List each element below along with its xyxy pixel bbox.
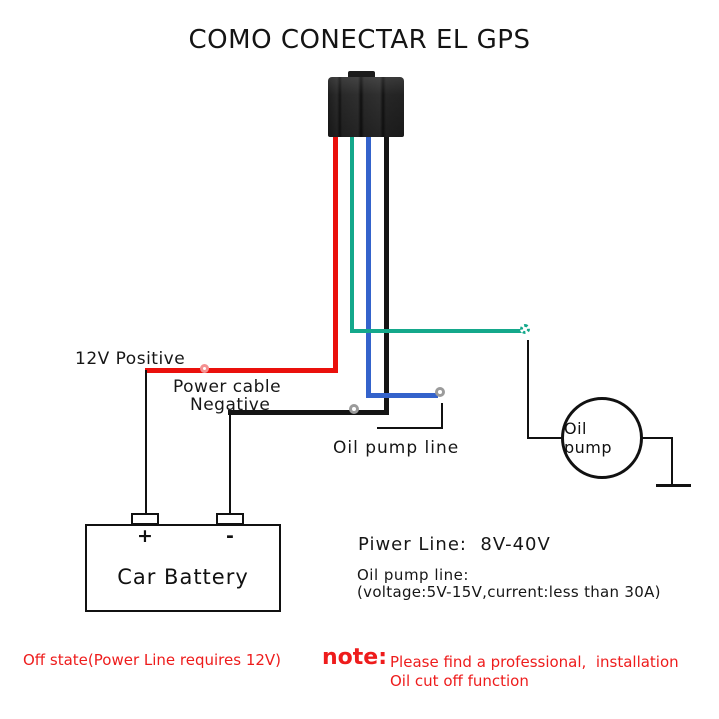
oil-cut-wire-horizontal: [366, 393, 438, 398]
oil-pump-spec-detail: (voltage:5V-15V,current:less than 30A): [357, 583, 661, 601]
oil-pump-label: Oil pump: [564, 419, 613, 457]
battery-minus-terminal: [216, 513, 244, 525]
negative-connector-ring-icon: [349, 404, 359, 414]
positive-label: 12V Positive: [75, 349, 186, 369]
page-title: COMO CONECTAR EL GPS: [188, 25, 531, 55]
oil-pump-connector-ring-icon: [435, 387, 445, 397]
off-state-note: Off state(Power Line requires 12V): [23, 651, 282, 669]
pump-lead-right: [641, 437, 673, 439]
battery-plus-sign: +: [137, 525, 153, 547]
battery-name-label: Car Battery: [117, 565, 249, 589]
battery-plus-terminal: [131, 513, 159, 525]
car-battery-box: [85, 524, 281, 612]
ground-bar-icon: [656, 484, 691, 487]
oil-pump-line-leader-vertical: [441, 403, 443, 429]
oil-pump-line-label: Oil pump line: [333, 438, 460, 458]
acc-wire-horizontal: [350, 329, 524, 333]
power-line-spec: Piwer Line: 8V-40V: [358, 534, 551, 555]
battery-minus-sign: -: [226, 525, 234, 547]
acc-wire-vertical: [350, 130, 354, 333]
battery-plus-lead: [145, 370, 147, 515]
negative-label: Negative: [190, 395, 271, 415]
acc-connector-ring-icon: [520, 324, 530, 334]
positive-wire-horizontal: [145, 368, 338, 373]
ground-drop-line: [671, 437, 673, 485]
note-line1: Please find a professional, installation: [390, 653, 679, 671]
oil-pump-symbol: Oil pump: [561, 397, 643, 479]
pump-lead-vertical: [527, 340, 529, 439]
oil-pump-spec-title: Oil pump line:: [357, 566, 469, 584]
pump-lead-left: [527, 437, 564, 439]
note-line2: Oil cut off function: [390, 672, 529, 690]
relay-connector-tab: [348, 71, 375, 80]
ground-wire-horizontal: [228, 410, 389, 415]
ground-wire-vertical: [384, 130, 389, 415]
oil-cut-wire-vertical: [366, 130, 371, 398]
note-label: note:: [322, 645, 388, 670]
battery-minus-lead: [229, 413, 231, 515]
gps-relay-connector: [328, 77, 404, 137]
power-cable-label: Power cable: [173, 377, 282, 397]
positive-wire-vertical: [333, 130, 338, 373]
oil-pump-line-leader-horizontal: [377, 427, 443, 429]
positive-connector-ring-icon: [200, 364, 209, 373]
